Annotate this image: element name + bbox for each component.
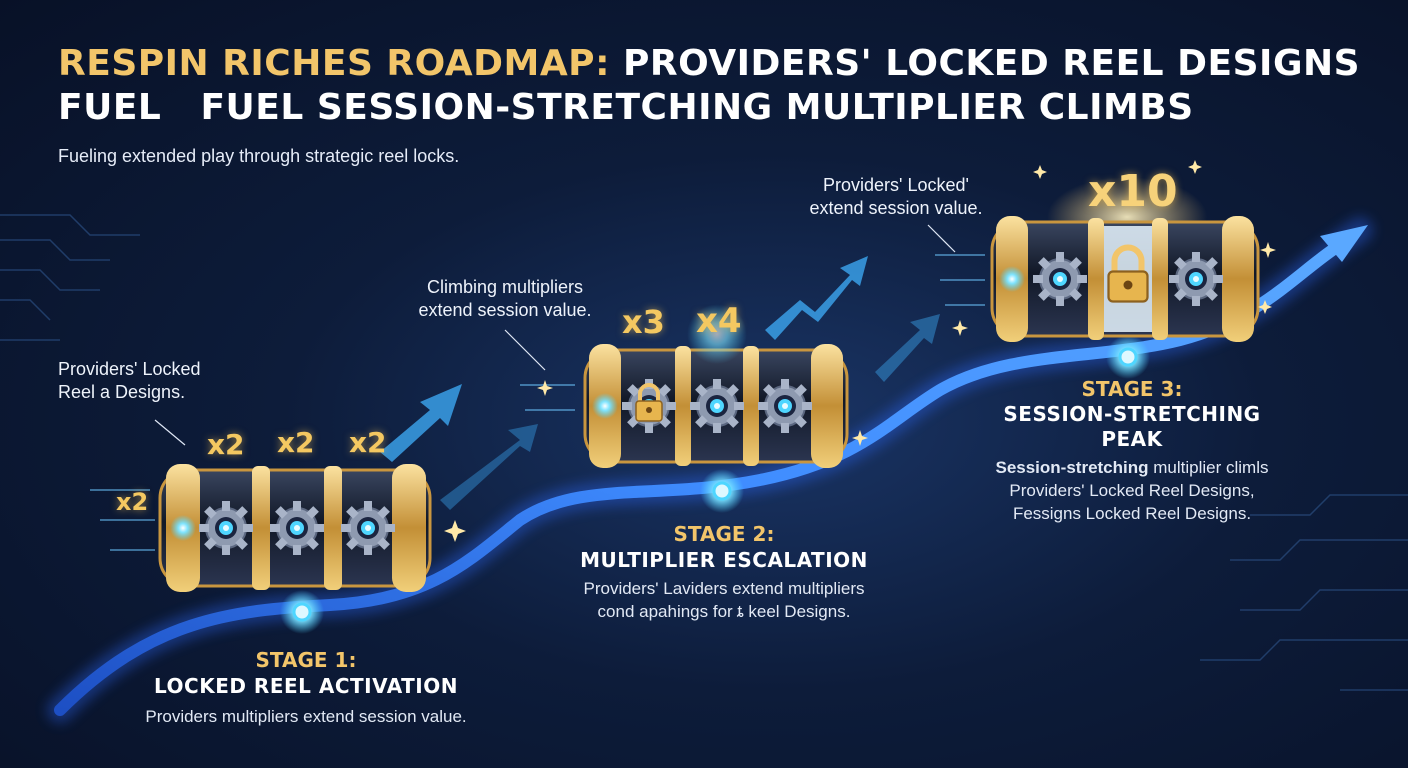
stage3-callout: Providers' Locked' extend session value. xyxy=(796,174,996,220)
trend-up-arrow-icon xyxy=(440,424,538,510)
desc-line: Providers' Laviders extend multipliers xyxy=(583,579,865,598)
callout-line: extend session value. xyxy=(418,300,592,320)
stage1-callout: Providers' Locked Reel a Designs. xyxy=(58,358,201,404)
path-arrowhead-icon xyxy=(1320,225,1368,262)
page-subtitle: Fueling extended play through strategic … xyxy=(58,146,460,166)
stage3-reel-icon xyxy=(990,177,1260,342)
trend-up-arrow-icon xyxy=(380,384,462,462)
stage2-reel-icon xyxy=(583,304,849,468)
circuit-lines-left xyxy=(0,214,140,341)
stage2-node-icon xyxy=(700,469,744,513)
stage2-callout: Climbing multipliers extend session valu… xyxy=(405,276,605,322)
stage3-node-icon xyxy=(1106,335,1150,379)
gear-icon xyxy=(1168,251,1224,307)
desc-line: cond apahings for ȶ keel Designs. xyxy=(597,602,851,621)
stage1-title: LOCKED REEL ACTIVATION xyxy=(154,674,458,698)
gear-icon xyxy=(1032,251,1088,307)
callout-line: extend session value. xyxy=(809,198,983,218)
gear-icon xyxy=(198,500,254,556)
stage3-title-line: SESSION-STRETCHING xyxy=(1003,402,1261,426)
desc-bold: Session-stretching xyxy=(995,458,1149,477)
stage2-title: MULTIPLIER ESCALATION xyxy=(580,548,868,572)
callout-line: Providers' Locked xyxy=(58,359,201,379)
gear-icon xyxy=(689,378,745,434)
desc-rest: multiplier climls xyxy=(1148,458,1269,477)
multiplier-badge: x2 xyxy=(116,488,149,516)
multiplier-badge: x3 xyxy=(622,303,665,341)
stage2-number: STAGE 2: xyxy=(673,522,775,546)
desc-line: Session-stretching multiplier climls xyxy=(952,456,1312,479)
multiplier-badge: x10 xyxy=(1088,166,1178,217)
page-title: RESPIN RICHES ROADMAP: PROVIDERS' LOCKED… xyxy=(58,42,1378,130)
callout-line: Reel a Designs. xyxy=(58,382,186,402)
trend-up-arrow-icon xyxy=(875,314,940,382)
stage3-title-line: PEAK xyxy=(1101,427,1163,451)
stage3-number: STAGE 3: xyxy=(1081,377,1183,401)
speed-streaks xyxy=(90,254,985,551)
gear-icon xyxy=(269,500,325,556)
title-line1-rest: PROVIDERS' LOCKED REEL DESIGNS xyxy=(623,43,1361,84)
multiplier-badge: x2 xyxy=(349,426,387,459)
desc-line: Providers' Locked Reel Designs, xyxy=(1009,481,1255,500)
title-highlight: RESPIN RICHES ROADMAP: xyxy=(58,43,610,84)
sparkle-icons xyxy=(444,160,1276,542)
stage2-description: Providers' Laviders extend multipliers c… xyxy=(514,577,934,623)
multiplier-badge: x2 xyxy=(277,426,315,459)
multiplier-badge: x2 xyxy=(207,428,245,461)
desc-line: Fessigns Locked Reel Designs. xyxy=(1012,504,1252,523)
callout-pointer xyxy=(927,224,956,253)
title-line2: FUEL FUEL SESSION-STRETCHING MULTIPLIER … xyxy=(58,87,1194,128)
stage1-description: Providers multipliers extend session val… xyxy=(145,707,467,726)
callout-line: Providers' Locked' xyxy=(823,175,969,195)
stage1-reel-icon xyxy=(158,464,432,592)
trend-up-arrow-icon xyxy=(765,256,868,340)
stage3-title: SESSION-STRETCHING PEAK xyxy=(982,402,1282,452)
stage1-node-icon xyxy=(280,590,324,634)
callout-pointer xyxy=(504,329,546,371)
gear-icon xyxy=(340,500,396,556)
callout-pointer xyxy=(154,419,186,446)
callout-line: Climbing multipliers xyxy=(426,277,584,297)
stage3-description: Session-stretching multiplier climls Pro… xyxy=(952,456,1312,525)
circuit-lines-right xyxy=(1200,494,1408,691)
stage1-number: STAGE 1: xyxy=(255,648,357,672)
multiplier-badge: x4 xyxy=(696,301,742,341)
gear-icon xyxy=(757,378,813,434)
